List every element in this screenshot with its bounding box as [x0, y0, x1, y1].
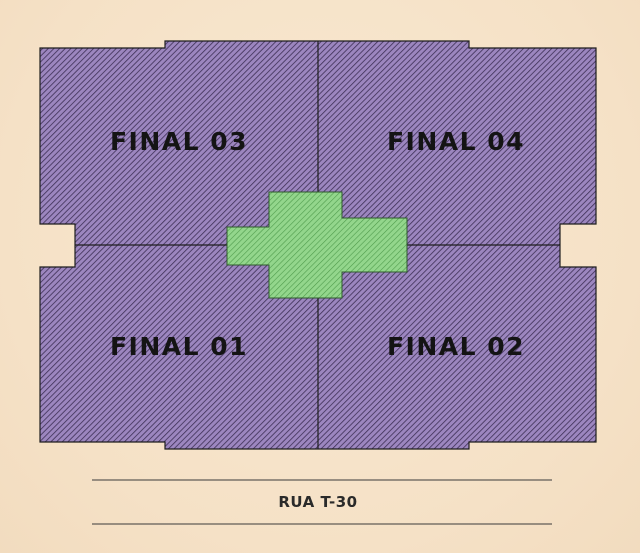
unit-label-final-04: FINAL 04 — [387, 127, 525, 156]
street-label: RUA T-30 — [278, 493, 357, 511]
unit-label-final-03: FINAL 03 — [110, 127, 248, 156]
unit-label-final-01: FINAL 01 — [110, 332, 248, 361]
unit-label-final-02: FINAL 02 — [387, 332, 525, 361]
circulation-core — [226, 191, 408, 299]
